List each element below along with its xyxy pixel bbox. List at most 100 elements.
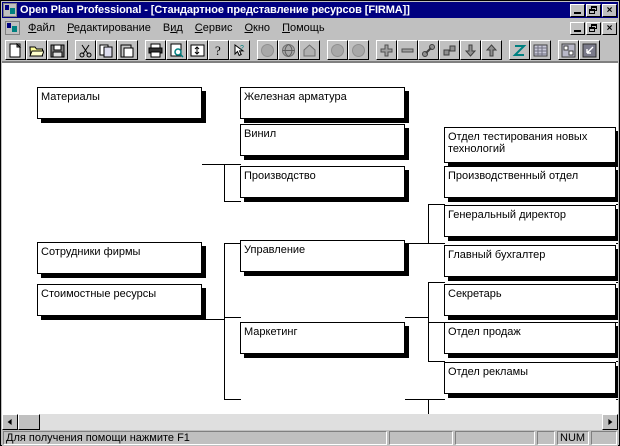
app-icon [3,3,17,17]
status-num-indicator: NUM [557,431,589,445]
connector-secretary-out [616,361,618,362]
connector-production-rnd [428,204,445,205]
scrollbar-track[interactable] [18,414,602,430]
resource-globe-icon[interactable] [278,39,299,60]
menu-view[interactable]: Вид [162,22,183,34]
connector-production-spine [428,204,429,244]
help-pointer-icon[interactable]: ? [229,39,250,60]
node-rebar[interactable]: Железная арматура [240,87,405,119]
connector-management-accountant [428,322,445,323]
node-chief-accountant[interactable]: Главный бухгалтер [444,245,616,277]
connector-management-stem [405,317,429,318]
connector-materials-spine [224,164,225,201]
svg-text:?: ? [240,45,244,52]
child-close-button[interactable]: × [602,21,617,35]
menu-edit-rest: едактирование [73,22,151,34]
connector-materials-rebar [224,164,241,165]
connector-marketing-spine [428,399,429,414]
connector-staff-spine [224,243,225,399]
add-plus-icon[interactable] [376,39,397,60]
menu-window[interactable]: Окно [244,22,271,34]
status-panel-3 [455,431,535,445]
window-controls: × [570,3,617,17]
copy-icon[interactable] [96,39,117,60]
layout-icon[interactable] [558,39,579,60]
window-title: Open Plan Professional - [Стандартное пр… [20,4,410,16]
node-staff[interactable]: Сотрудники фирмы [37,242,202,274]
child-window-controls: × [570,21,617,35]
menu-file[interactable]: Файл [28,22,56,34]
connector-production-stem [405,243,429,244]
move-up-icon[interactable] [481,39,502,60]
connector-ceo-out [616,282,618,283]
connector-management-ceo [428,282,445,283]
document-icon[interactable] [5,21,20,35]
promote-icon[interactable] [439,39,460,60]
connector-sales-out [616,399,618,400]
document-client-area[interactable]: Материалы Железная арматура Винил Произв… [2,62,618,414]
connector-staff-production [224,243,241,244]
status-panel-2 [389,431,453,445]
connector-staff-management [224,317,241,318]
print-icon[interactable] [145,39,166,60]
new-icon[interactable] [5,39,26,60]
connector-proddept-out [616,243,618,244]
horizontal-scrollbar[interactable] [2,414,618,430]
link-icon[interactable] [418,39,439,60]
node-management[interactable]: Управление [240,240,405,272]
sort-icon[interactable] [187,39,208,60]
help-question-icon[interactable]: ? [208,39,229,60]
connector-marketing-stem [405,399,429,400]
node-production[interactable]: Производство [240,166,405,198]
node-materials[interactable]: Материалы [37,87,202,119]
resource-breakdown-diagram: Материалы Железная арматура Винил Произв… [2,63,618,414]
toolbar: ? ? [2,38,618,62]
zoom-z-icon[interactable] [509,39,530,60]
resource-circle-icon[interactable] [257,39,278,60]
close-button[interactable]: × [602,3,617,17]
open-folder-icon[interactable] [26,39,47,60]
cut-scissors-icon[interactable] [75,39,96,60]
node-ceo[interactable]: Генеральный директор [444,205,616,237]
remove-minus-icon[interactable] [397,39,418,60]
paste-icon[interactable] [117,39,138,60]
grid-view-icon[interactable] [530,39,551,60]
menu-file-rest: айл [36,22,56,34]
node-cost-resources[interactable]: Стоимостные ресурсы [37,284,202,316]
connector-materials-stem [202,164,225,165]
menu-edit[interactable]: Редактирование [67,22,151,34]
node-marketing[interactable]: Маркетинг [240,322,405,354]
menu-bar: Файл Редактирование Вид Сервис Окно Помо… [2,19,618,37]
print-preview-icon[interactable] [166,39,187,60]
child-minimize-button[interactable] [570,21,585,35]
node-vinyl[interactable]: Винил [240,124,405,156]
node-secretary[interactable]: Секретарь [444,284,616,316]
menu-service[interactable]: Сервис [194,22,233,34]
save-disk-icon[interactable] [47,39,68,60]
connector-staff-marketing [224,399,241,400]
resource-circle3-icon[interactable] [348,39,369,60]
connector-marketing-sales [428,399,445,400]
child-restore-button[interactable] [586,21,601,35]
title-bar: Open Plan Professional - [Стандартное пр… [2,2,618,18]
resource-circle2-icon[interactable] [327,39,348,60]
scrollbar-thumb[interactable] [18,414,40,430]
fit-window-icon[interactable] [579,39,600,60]
connector-rnd-out [616,204,618,205]
menu-help[interactable]: Помощь [282,22,325,34]
connector-staff-stem [202,319,225,320]
status-bar: Для получения помощи нажмите F1 NUM [2,430,618,446]
node-advertising-department[interactable]: Отдел рекламы [444,362,616,394]
scroll-right-arrow-icon[interactable] [602,414,618,430]
resource-shape-icon[interactable] [299,39,320,60]
minimize-button[interactable] [570,3,585,17]
scroll-left-arrow-icon[interactable] [2,414,18,430]
status-panel-4 [537,431,555,445]
status-message: Для получения помощи нажмите F1 [3,431,387,445]
move-down-icon[interactable] [460,39,481,60]
node-production-department[interactable]: Производственный отдел [444,166,616,198]
node-rnd-department[interactable]: Отдел тестирования новых технологий [444,127,616,163]
node-sales-department[interactable]: Отдел продаж [444,322,616,354]
restore-button[interactable] [586,3,601,17]
